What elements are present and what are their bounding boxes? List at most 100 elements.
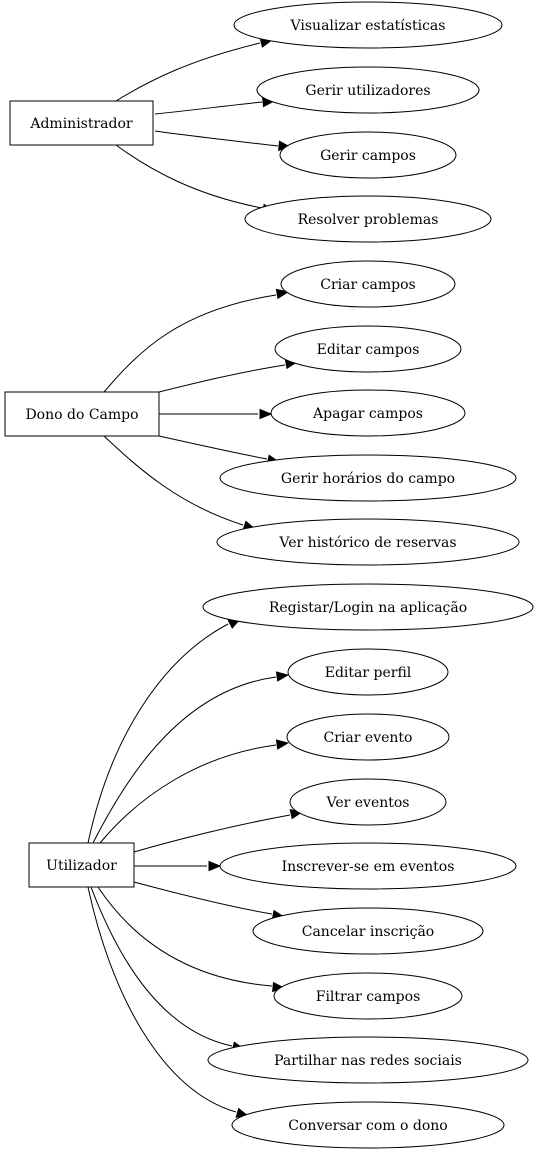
edge-administrador-to-gerir-utilizadores xyxy=(154,96,276,115)
edge-utilizador-to-ver-eventos xyxy=(133,809,304,853)
use-case-ellipse xyxy=(280,260,456,308)
use-case-cancelar-inscricao: Cancelar inscrição xyxy=(252,907,484,955)
actor-box xyxy=(9,100,154,146)
edge-line xyxy=(103,294,277,393)
use-case-label: Visualizar estatísticas xyxy=(290,18,446,34)
use-case-criar-evento: Criar evento xyxy=(286,713,450,761)
edge-line xyxy=(158,435,268,460)
use-case-label: Apagar campos xyxy=(312,406,423,422)
actor-utilizador: Utilizador xyxy=(28,842,135,888)
use-case-ellipse xyxy=(286,713,450,761)
actor-administrador: Administrador xyxy=(9,100,154,146)
edge-administrador-to-visualizar-estatisticas xyxy=(115,37,274,102)
edge-line xyxy=(154,130,279,147)
actor-label: Administrador xyxy=(29,116,133,132)
use-case-ellipse xyxy=(244,195,492,243)
use-case-label: Editar campos xyxy=(317,342,420,358)
use-case-label: Inscrever-se em eventos xyxy=(282,859,455,875)
use-case-label: Ver histórico de reservas xyxy=(278,535,456,551)
use-case-partilhar-nas-redes-sociais: Partilhar nas redes sociais xyxy=(207,1036,529,1084)
edge-line xyxy=(115,42,261,102)
edge-utilizador-to-cancelar-inscricao xyxy=(133,881,286,921)
edge-utilizador-to-conversar-com-o-dono xyxy=(87,886,250,1118)
edge-line xyxy=(90,886,233,1047)
actor-box xyxy=(28,842,135,888)
edge-line xyxy=(103,435,244,526)
use-case-label: Partilhar nas redes sociais xyxy=(274,1053,462,1069)
use-case-inscrever-se-em-eventos: Inscrever-se em eventos xyxy=(219,842,517,890)
arrow-head xyxy=(275,739,290,750)
use-case-label: Gerir horários do campo xyxy=(281,471,455,487)
use-case-label: Resolver problemas xyxy=(298,212,439,228)
edge-line xyxy=(115,144,263,209)
edge-dono-do-campo-to-gerir-horarios-do-campo xyxy=(158,435,281,465)
actor-label: Utilizador xyxy=(46,858,117,874)
edge-dono-do-campo-to-apagar-campos xyxy=(158,408,273,420)
edge-line xyxy=(158,364,286,393)
use-case-ellipse xyxy=(207,1036,529,1084)
use-case-ellipse xyxy=(289,778,447,826)
edge-dono-do-campo-to-criar-campos xyxy=(103,288,290,393)
use-case-filtrar-campos: Filtrar campos xyxy=(273,972,463,1020)
arrow-head xyxy=(275,671,290,682)
edge-utilizador-to-partilhar-nas-redes-sociais xyxy=(90,886,246,1052)
arrow-head xyxy=(259,408,273,420)
use-case-ellipse xyxy=(252,907,484,955)
use-case-label: Criar evento xyxy=(324,730,413,746)
edge-line xyxy=(99,744,277,844)
use-case-label: Gerir campos xyxy=(320,148,416,164)
use-case-ellipse xyxy=(219,454,517,502)
use-case-label: Filtrar campos xyxy=(316,989,421,1005)
use-case-criar-campos: Criar campos xyxy=(280,260,456,308)
use-case-gerir-utilizadores: Gerir utilizadores xyxy=(256,66,480,114)
use-case-ellipse xyxy=(287,648,449,696)
use-case-ellipse xyxy=(231,1101,505,1149)
use-case-editar-perfil: Editar perfil xyxy=(287,648,449,696)
use-case-label: Gerir utilizadores xyxy=(305,83,430,99)
use-case-label: Cancelar inscrição xyxy=(302,924,434,940)
edges-layer xyxy=(87,37,304,1118)
use-case-ellipse xyxy=(273,972,463,1020)
actor-box xyxy=(4,391,160,437)
use-case-label: Criar campos xyxy=(320,277,415,293)
edge-utilizador-to-editar-perfil xyxy=(92,671,290,844)
edge-line xyxy=(133,881,273,915)
use-case-ver-eventos: Ver eventos xyxy=(289,778,447,826)
use-case-gerir-campos: Gerir campos xyxy=(279,131,457,179)
edge-line xyxy=(87,623,229,844)
use-case-apagar-campos: Apagar campos xyxy=(270,389,466,437)
arrow-head xyxy=(208,860,222,872)
use-case-gerir-horarios-do-campo: Gerir horários do campo xyxy=(219,454,517,502)
use-case-ellipse xyxy=(216,518,520,566)
use-case-ellipse xyxy=(256,66,480,114)
actor-dono-do-campo: Dono do Campo xyxy=(4,391,160,437)
use-case-registar-login-na-aplicacao: Registar/Login na aplicação xyxy=(202,583,534,631)
use-case-ellipse xyxy=(274,325,462,373)
edge-line xyxy=(97,886,273,987)
edge-administrador-to-gerir-campos xyxy=(154,130,292,151)
edge-line xyxy=(133,814,291,853)
use-case-label: Ver eventos xyxy=(326,795,410,811)
use-case-ver-historico-de-reservas: Ver histórico de reservas xyxy=(216,518,520,566)
use-case-label: Registar/Login na aplicação xyxy=(269,600,467,616)
edge-utilizador-to-criar-evento xyxy=(99,739,290,844)
use-case-ellipse xyxy=(279,131,457,179)
use-case-resolver-problemas: Resolver problemas xyxy=(244,195,492,243)
edge-line xyxy=(154,101,263,115)
edge-line xyxy=(92,676,277,844)
use-case-conversar-com-o-dono: Conversar com o dono xyxy=(231,1101,505,1149)
edge-line xyxy=(87,886,237,1113)
edge-dono-do-campo-to-editar-campos xyxy=(158,358,299,393)
use-case-visualizar-estatisticas: Visualizar estatísticas xyxy=(233,1,503,49)
edge-administrador-to-resolver-problemas xyxy=(115,144,276,214)
use-case-editar-campos: Editar campos xyxy=(274,325,462,373)
edge-utilizador-to-filtrar-campos xyxy=(97,886,286,993)
use-case-label: Editar perfil xyxy=(325,665,412,681)
use-case-ellipse xyxy=(270,389,466,437)
use-case-ellipse xyxy=(219,842,517,890)
actor-label: Dono do Campo xyxy=(25,407,138,423)
edge-utilizador-to-inscrever-se-em-eventos xyxy=(133,860,222,872)
use-case-ellipse xyxy=(202,583,534,631)
use-case-ellipse xyxy=(233,1,503,49)
